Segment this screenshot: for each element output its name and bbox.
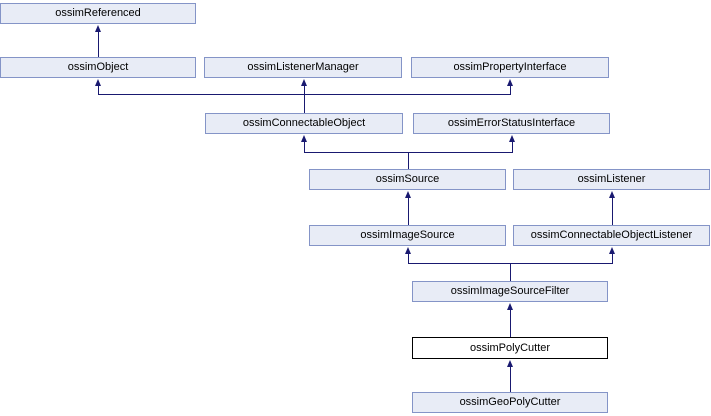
arrowhead-up-icon	[507, 79, 513, 86]
inheritance-edge-line	[512, 141, 513, 153]
inheritance-edge-line	[612, 253, 613, 264]
inheritance-edge-line	[612, 197, 613, 225]
inheritance-edge-line	[510, 309, 511, 337]
class-node-ossimConnectableObjectListener[interactable]: ossimConnectableObjectListener	[513, 225, 710, 246]
inheritance-edge-line	[98, 31, 99, 57]
inheritance-edge-line	[408, 253, 409, 264]
arrowhead-up-icon	[405, 191, 411, 198]
arrowhead-up-icon	[507, 303, 513, 310]
inheritance-edge-line	[408, 152, 409, 169]
arrowhead-up-icon	[507, 360, 513, 367]
arrowhead-up-icon	[95, 25, 101, 32]
arrowhead-up-icon	[405, 247, 411, 254]
class-node-ossimListener[interactable]: ossimListener	[513, 169, 710, 190]
arrowhead-up-icon	[301, 135, 307, 142]
inheritance-edge-line	[98, 85, 99, 95]
inheritance-edge-line	[304, 141, 305, 153]
class-node-ossimSource[interactable]: ossimSource	[309, 169, 506, 190]
inheritance-edge-line	[510, 85, 511, 95]
class-node-ossimReferenced[interactable]: ossimReferenced	[0, 3, 196, 24]
arrowhead-up-icon	[301, 79, 307, 86]
class-node-ossimListenerManager[interactable]: ossimListenerManager	[204, 57, 402, 78]
class-node-ossimImageSourceFilter[interactable]: ossimImageSourceFilter	[412, 281, 608, 302]
inheritance-edge-line	[510, 366, 511, 392]
class-node-ossimErrorStatusInterface[interactable]: ossimErrorStatusInterface	[413, 113, 610, 134]
arrowhead-up-icon	[609, 191, 615, 198]
inheritance-edge-line	[304, 85, 305, 113]
arrowhead-up-icon	[609, 247, 615, 254]
class-node-ossimPropertyInterface[interactable]: ossimPropertyInterface	[411, 57, 609, 78]
class-node-ossimPolyCutter: ossimPolyCutter	[412, 337, 608, 359]
inheritance-edge-line	[408, 197, 409, 225]
class-node-ossimConnectableObject[interactable]: ossimConnectableObject	[205, 113, 403, 134]
arrowhead-up-icon	[95, 79, 101, 86]
class-node-ossimImageSource[interactable]: ossimImageSource	[309, 225, 506, 246]
inheritance-edge-line	[510, 263, 511, 281]
arrowhead-up-icon	[509, 135, 515, 142]
class-node-ossimGeoPolyCutter[interactable]: ossimGeoPolyCutter	[412, 392, 608, 413]
class-node-ossimObject[interactable]: ossimObject	[0, 57, 196, 78]
